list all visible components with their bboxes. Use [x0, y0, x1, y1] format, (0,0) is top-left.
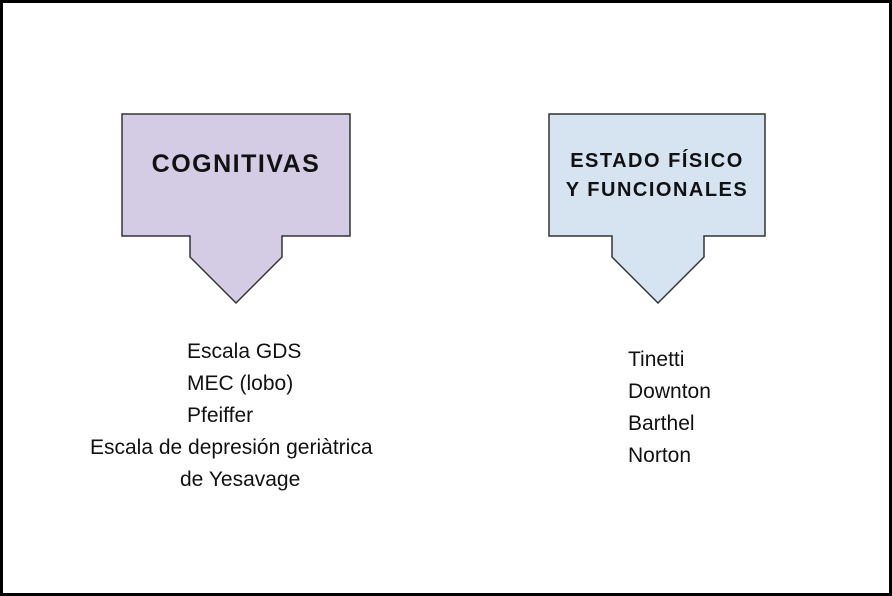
cognitivas-title: COGNITIVAS	[151, 150, 321, 178]
fisico-title-line1: ESTADO FÍSICO	[570, 150, 744, 172]
fisico-title: ESTADO FÍSICO Y FUNCIONALES	[549, 147, 765, 205]
list-item: de Yesavage	[180, 468, 301, 491]
list-item: Barthel	[628, 412, 695, 435]
list-item: MEC (lobo)	[187, 372, 294, 395]
list-item: Escala GDS	[187, 340, 302, 363]
fisico-title-line2: Y FUNCIONALES	[565, 179, 749, 201]
list-item: Tinetti	[628, 348, 685, 371]
list-item: Escala de depresión geriàtrica	[90, 436, 373, 459]
list-item: Pfeiffer	[187, 404, 254, 427]
list-item: Norton	[628, 444, 692, 467]
fisico-arrow-box	[548, 113, 766, 305]
cognitivas-arrow-box	[121, 113, 351, 305]
list-item: Downton	[628, 380, 711, 403]
fisico-list: Tinetti Downton Barthel Norton	[628, 344, 828, 472]
cognitivas-list: Escala GDS MEC (lobo) Pfeiffer Escala de…	[60, 336, 440, 496]
